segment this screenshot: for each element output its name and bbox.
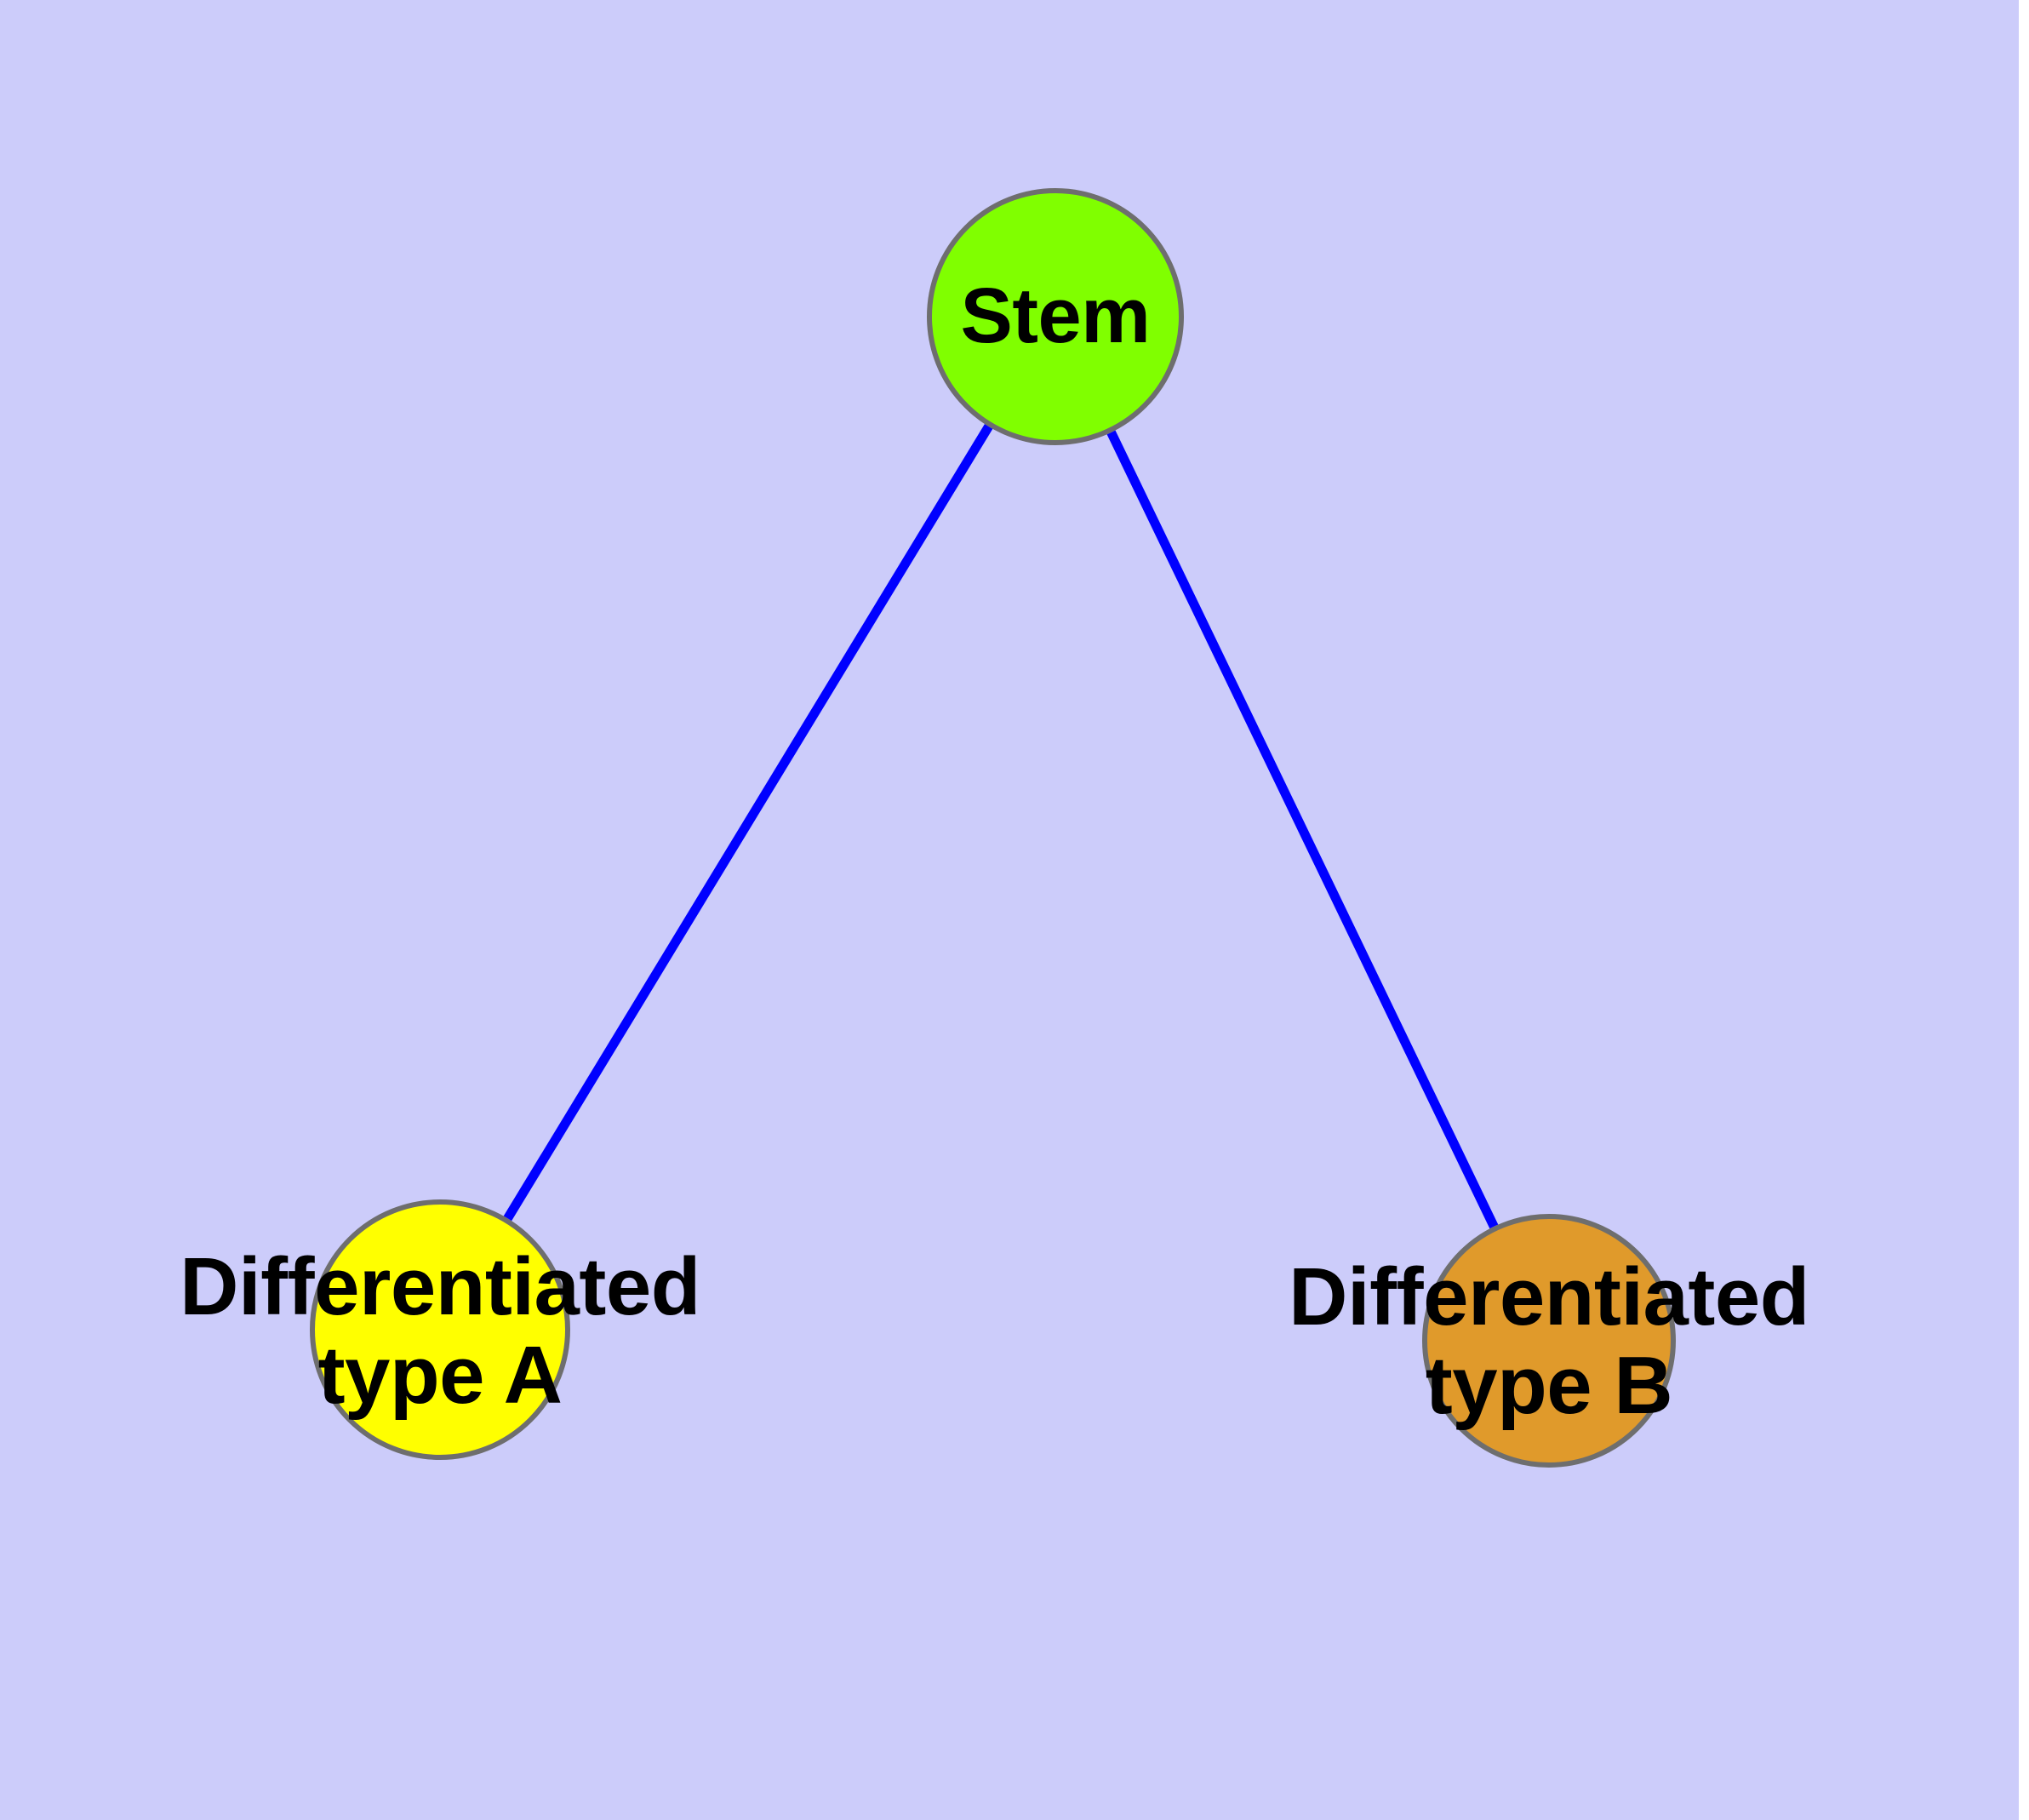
node-differentiated-type-a[interactable] xyxy=(310,1199,570,1460)
edge-stem-diff-b xyxy=(1051,314,1553,1343)
node-stem[interactable] xyxy=(927,188,1184,445)
node-layer xyxy=(310,188,1676,1468)
node-differentiated-type-b[interactable] xyxy=(1422,1214,1676,1468)
edge-stem-diff-a xyxy=(436,314,1060,1332)
edge-layer xyxy=(436,314,1553,1343)
